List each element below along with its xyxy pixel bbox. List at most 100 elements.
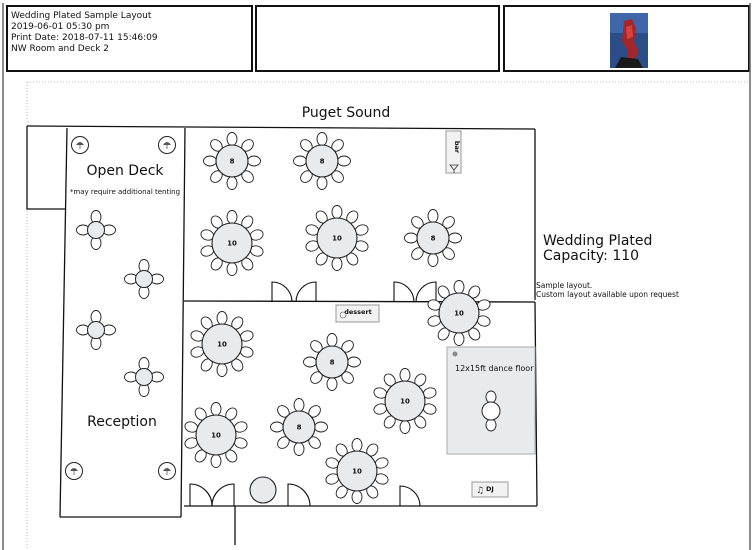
tenting-note: *may require additional tenting (70, 188, 180, 196)
round-table-7[interactable]: 10 (190, 311, 255, 377)
chair[interactable] (399, 368, 411, 382)
chair[interactable] (226, 210, 238, 224)
reception-label: Reception (87, 414, 157, 430)
table-top[interactable] (416, 221, 450, 255)
door-swing (415, 281, 437, 303)
venue-thumbnail[interactable] (505, 7, 748, 70)
header-event-date: 2019-06-01 05:30 pm (11, 22, 110, 32)
chair[interactable] (453, 280, 465, 294)
chair[interactable] (337, 155, 351, 167)
round-table-1[interactable]: 8 (203, 132, 261, 190)
table-top[interactable] (195, 414, 237, 456)
round-table-6[interactable]: 10 (427, 280, 492, 346)
chair[interactable] (226, 176, 238, 190)
dance-floor-label: 12x15ft dance floor (455, 364, 534, 373)
table-top[interactable] (135, 270, 153, 288)
bar-counter[interactable] (445, 130, 462, 174)
chair[interactable] (331, 257, 343, 271)
table-seat-count: 10 (227, 240, 237, 248)
cake-round-table[interactable] (249, 476, 277, 504)
chair[interactable] (326, 333, 338, 347)
chair[interactable] (303, 356, 317, 368)
chair[interactable] (351, 490, 363, 504)
table-top[interactable] (215, 144, 249, 178)
chair[interactable] (226, 262, 238, 276)
chair[interactable] (216, 363, 228, 377)
table-top[interactable] (336, 450, 378, 492)
round-table-12[interactable]: 10 (325, 438, 390, 504)
open-deck-label: Open Deck (86, 163, 164, 179)
round-table-2[interactable]: 8 (293, 132, 351, 190)
chair[interactable] (226, 132, 238, 146)
chair[interactable] (293, 155, 307, 167)
wall-deck-inner (59, 127, 68, 518)
chair[interactable] (316, 132, 328, 146)
table-top[interactable] (305, 144, 339, 178)
table-top[interactable] (438, 292, 480, 334)
table-seat-count: 10 (211, 432, 221, 440)
chair[interactable] (331, 205, 343, 219)
chair[interactable] (210, 402, 222, 416)
dessert-table[interactable] (335, 304, 380, 323)
door-swing (393, 281, 415, 303)
chair[interactable] (427, 209, 439, 223)
table-top[interactable] (315, 345, 349, 379)
table-top[interactable] (384, 380, 426, 422)
chair[interactable] (210, 454, 222, 468)
cake-icon (339, 311, 347, 319)
chair[interactable] (293, 398, 305, 412)
table-top[interactable] (87, 321, 105, 339)
wall-divider (183, 300, 536, 303)
deck-cocktail-tables (76, 210, 164, 397)
header-blank-box (255, 5, 500, 72)
door-swing (399, 485, 421, 507)
wall-deck-east (180, 127, 186, 518)
cocktail-table-3[interactable] (76, 310, 116, 350)
round-table-3[interactable]: 10 (200, 210, 265, 276)
deck-umbrellas (65, 136, 176, 480)
round-table-9[interactable]: 10 (373, 368, 438, 434)
header-title: Wedding Plated Sample Layout (11, 11, 152, 21)
table-top[interactable] (201, 323, 243, 365)
table-seat-count: 10 (332, 235, 342, 243)
round-table-4[interactable]: 10 (305, 205, 370, 271)
table-top[interactable] (135, 368, 153, 386)
chair[interactable] (216, 311, 228, 325)
chair[interactable] (293, 442, 305, 456)
chair[interactable] (270, 421, 284, 433)
wall-deck-west (26, 126, 65, 210)
table-seat-count: 10 (352, 468, 362, 476)
table-top[interactable] (316, 217, 358, 259)
cocktail-table-1[interactable] (76, 210, 116, 250)
chair[interactable] (351, 438, 363, 452)
table-top[interactable] (87, 221, 105, 239)
round-table-5[interactable]: 8 (404, 209, 462, 267)
round-table-8[interactable]: 8 (303, 333, 361, 391)
chair[interactable] (247, 155, 261, 167)
capacity-label: Capacity: 110 (543, 248, 639, 264)
door-swing (295, 281, 317, 303)
chair[interactable] (427, 253, 439, 267)
table-top[interactable] (282, 410, 316, 444)
table-top[interactable] (211, 222, 253, 264)
chair[interactable] (404, 232, 418, 244)
cocktail-table-2[interactable] (124, 259, 164, 299)
bar-label: bar (453, 141, 461, 154)
chair[interactable] (448, 232, 462, 244)
wall-north (26, 125, 536, 130)
round-table-11[interactable]: 8 (270, 398, 328, 456)
chair[interactable] (399, 420, 411, 434)
cocktail-table-4[interactable] (124, 357, 164, 397)
chair[interactable] (347, 356, 361, 368)
door-swing (211, 483, 235, 507)
info-title: Wedding Plated (543, 233, 652, 249)
chair[interactable] (453, 332, 465, 346)
chair[interactable] (326, 377, 338, 391)
table-seat-count: 8 (320, 158, 325, 166)
note-custom: Custom layout available upon request (536, 290, 679, 299)
dj-booth[interactable] (471, 481, 509, 498)
chair[interactable] (203, 155, 217, 167)
round-table-10[interactable]: 10 (184, 402, 249, 468)
chair[interactable] (314, 421, 328, 433)
chair[interactable] (316, 176, 328, 190)
